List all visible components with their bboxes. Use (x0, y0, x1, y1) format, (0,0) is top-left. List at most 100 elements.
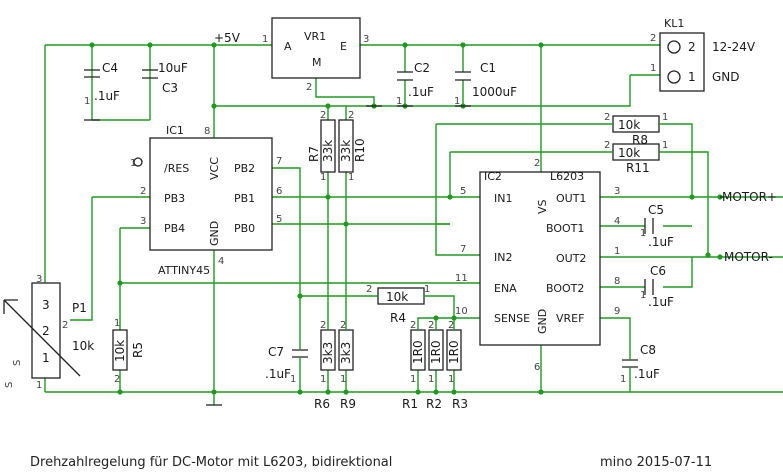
ic1-num4: 4 (218, 256, 224, 267)
ic1-pin-pb1: PB1 (234, 192, 255, 205)
ic1-part: ATTINY45 (158, 264, 210, 277)
r8-pin2: 2 (604, 112, 610, 123)
motor-plus-label: MOTOR+ (722, 190, 777, 204)
r1-pin2: 2 (410, 320, 416, 331)
r9-pin2: 2 (340, 320, 346, 331)
r4-pin2: 2 (366, 284, 372, 295)
capacitor-c6: C6 .1uF (644, 264, 674, 309)
r11-value: 10k (618, 146, 640, 160)
c7-value: .1uF (265, 367, 291, 381)
r5-pin2: 2 (114, 374, 120, 385)
ic2-name: IC2 (484, 170, 502, 183)
ic2-l6203: IC2 L6203 IN1 IN2 ENA SENSE VS GND OUT1 … (455, 158, 620, 373)
capacitor-c3: 10uF C3 (142, 61, 188, 95)
r6-name: R6 (314, 397, 330, 411)
r11-pin1: 1 (662, 140, 668, 151)
ic1-num3: 3 (140, 216, 146, 227)
ic1-pin-pb2: PB2 (234, 162, 255, 175)
junction-dots (89, 42, 723, 395)
ic1-pin-gnd: GND (208, 221, 221, 246)
resistor-r5: 10k R5 (112, 329, 145, 371)
r7-value: 33k (321, 140, 335, 162)
r9-name: R9 (340, 397, 356, 411)
kl1-pin1-inner: 1 (688, 70, 696, 84)
kl1-pin1-num: 1 (650, 63, 656, 74)
r4-value: 10k (386, 290, 408, 304)
r2-pin1: 1 (428, 374, 434, 385)
p1-pin2-ext: 2 (62, 320, 68, 331)
r9-pin1: 1 (340, 374, 346, 385)
potentiometer-p1: 3 2 1 P1 10k S S (3, 282, 94, 388)
ic2-num11: 11 (455, 273, 468, 284)
c7-name: C7 (268, 345, 284, 359)
r10-value: 33k (339, 140, 353, 162)
c6-pin1: 1 (640, 290, 646, 301)
v5-label: +5V (214, 31, 241, 45)
r10-pin2: 2 (348, 110, 354, 121)
r6-pin1: 1 (320, 374, 326, 385)
r6-value: 3k3 (321, 342, 335, 364)
voltage-regulator-vr1: VR1 A E M 1 3 2 (262, 17, 369, 93)
c5-name: C5 (648, 203, 664, 217)
ic2-pin-boot2: BOOT2 (546, 282, 584, 295)
c8-pin1: 1 (620, 374, 626, 385)
p1-pin1: 1 (42, 351, 50, 365)
c3-name: C3 (162, 81, 178, 95)
r9-value: 3k3 (339, 342, 353, 364)
resistor-r1: 1R0 R1 (402, 320, 426, 411)
ic2-pin-vs: VS (536, 199, 549, 214)
r10-name: R10 (353, 138, 367, 162)
motor-outputs: MOTOR+ MOTOR- (720, 190, 777, 264)
r7-pin2: 2 (320, 110, 326, 121)
ic2-pin-gnd: GND (536, 309, 549, 334)
ic1-pin-vcc: VCC (208, 157, 221, 180)
ic1-num6: 6 (276, 186, 282, 197)
ic1-num1: 1 (130, 158, 136, 169)
resistor-r9: 3k3 R9 (338, 320, 356, 411)
kl1-pin2-num: 2 (650, 33, 656, 44)
r8-pin1: 1 (662, 112, 668, 123)
r3-name: R3 (452, 397, 468, 411)
r2-value: 1R0 (429, 340, 443, 364)
r4-name: R4 (390, 311, 406, 325)
ic1-pin-pb0: PB0 (234, 222, 255, 235)
ic2-pin-sense: SENSE (494, 312, 530, 325)
vr1-pin-e: E (340, 40, 347, 53)
r4-pin1: 1 (424, 284, 430, 295)
ic2-num1: 1 (614, 246, 620, 257)
r2-pin2: 2 (428, 320, 434, 331)
r1-pin1: 1 (410, 374, 416, 385)
c6-name: C6 (650, 264, 666, 278)
footer-author: mino 2015-07-11 (600, 455, 712, 470)
ic1-num2: 2 (140, 186, 146, 197)
r8-value: 10k (618, 118, 640, 132)
ic2-num6: 6 (534, 362, 540, 373)
capacitor-c4: C4 .1uF (84, 61, 120, 103)
resistor-r7: 33k R7 (307, 119, 336, 173)
ic1-pin-pb3: PB3 (164, 192, 185, 205)
vr1-pin-m: M (312, 56, 322, 69)
p1-label-s: S (12, 360, 23, 366)
kl1-pin2-inner: 2 (688, 40, 696, 54)
r2-name: R2 (426, 397, 442, 411)
c4-name: C4 (102, 61, 118, 75)
r5-pin1: 1 (114, 318, 120, 329)
wires (44, 44, 783, 405)
c8-value: .1uF (634, 367, 660, 381)
r11-name: R11 (626, 161, 650, 175)
vr1-name: VR1 (304, 30, 326, 43)
ic1-pin-res: /RES (164, 162, 189, 175)
ic2-pin-boot1: BOOT1 (546, 222, 584, 235)
resistor-r8: 10k R8 (606, 115, 666, 147)
capacitor-c1: C1 1000uF (455, 61, 517, 99)
resistor-r10: 33k R10 (338, 119, 367, 173)
ic2-num8: 8 (614, 276, 620, 287)
ic2-num9: 9 (614, 306, 620, 317)
vr1-pin-a: A (284, 40, 292, 53)
capacitor-c8: C8 .1uF (622, 343, 660, 381)
ic2-pin-out2: OUT2 (556, 252, 586, 265)
c1-value: 1000uF (472, 85, 517, 99)
r7-pin1: 1 (320, 172, 326, 183)
r3-value: 1R0 (447, 340, 461, 364)
